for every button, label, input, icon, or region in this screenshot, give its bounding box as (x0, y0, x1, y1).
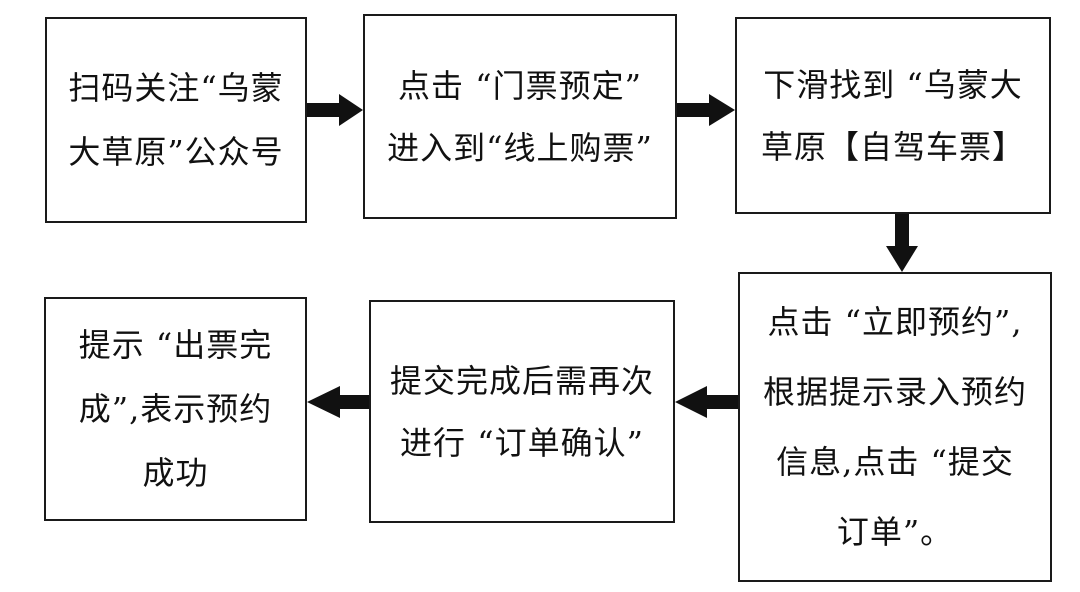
arrow-left-2-icon (307, 386, 369, 418)
step-6-box: 提示 “出票完 成”,表示预约 成功 (44, 297, 307, 521)
step-1-box: 扫码关注“乌蒙 大草原”公众号 (45, 17, 307, 223)
step-5-box: 提交完成后需再次 进行 “订单确认” (369, 300, 675, 523)
arrow-right-2-icon (677, 94, 735, 126)
step-3-box: 下滑找到 “乌蒙大 草原【自驾车票】 (735, 17, 1051, 214)
step-1-text: 扫码关注“乌蒙 大草原”公众号 (68, 69, 284, 171)
step-2-text: 点击 “门票预定” 进入到“线上购票” (387, 66, 653, 167)
arrow-left-1-icon (675, 386, 738, 418)
arrow-down-icon (886, 214, 918, 272)
arrow-right-1-icon (307, 94, 363, 126)
step-6-text: 提示 “出票完 成”,表示预约 成功 (78, 326, 273, 492)
step-3-text: 下滑找到 “乌蒙大 草原【自驾车票】 (760, 65, 1025, 166)
step-4-box: 点击 “立即预约”, 根据提示录入预约 信息,点击 “提交 订单”。 (738, 272, 1052, 582)
step-4-text: 点击 “立即预约”, 根据提示录入预约 信息,点击 “提交 订单”。 (762, 303, 1027, 551)
step-5-text: 提交完成后需再次 进行 “订单确认” (389, 361, 654, 462)
step-2-box: 点击 “门票预定” 进入到“线上购票” (363, 14, 677, 219)
